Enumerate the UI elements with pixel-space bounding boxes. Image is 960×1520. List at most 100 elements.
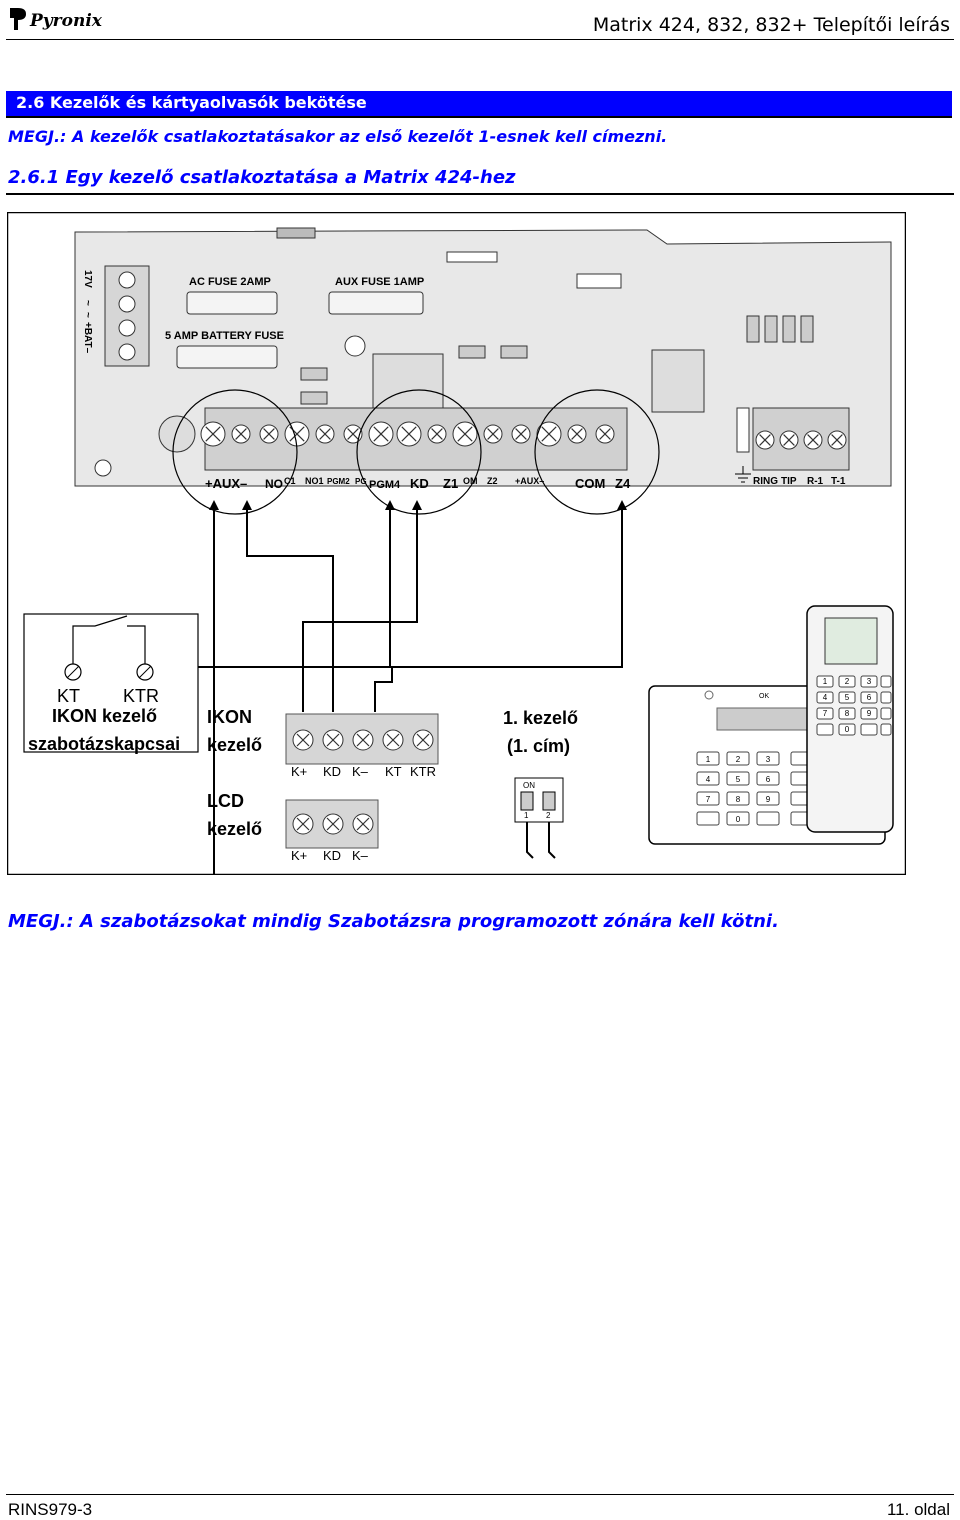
ac-fuse	[186, 291, 278, 315]
term-om: OM	[463, 476, 478, 486]
subsection-title: 2.6.1 Egy kezelő csatlakoztatása a Matri…	[8, 167, 516, 188]
lcd-keypad-key	[860, 675, 878, 688]
lcd-keypad-side-key	[880, 675, 892, 688]
term-no: NO	[265, 477, 283, 491]
term-z1: Z1	[443, 476, 458, 491]
ikon-screws	[292, 729, 434, 751]
lcd-term-kplus: K+	[291, 848, 307, 863]
keypad-key-label: 0	[845, 725, 850, 734]
document-title: Matrix 424, 832, 832+ Telepítői leírás	[592, 14, 950, 36]
logo-text: Pyronix	[29, 11, 103, 31]
board-connector	[276, 227, 316, 239]
ground-icon	[735, 466, 751, 483]
tamper-switch-box	[23, 613, 199, 753]
footer-rule	[6, 1494, 954, 1495]
wiring-diagram: 17V ~ ~ +BAT– AC FUSE 2AMP AUX FUSE 1AMP…	[7, 212, 906, 875]
relay-block-2	[651, 349, 705, 413]
tel-fuse	[736, 407, 750, 453]
terminal-screws	[200, 421, 615, 447]
board-header	[446, 251, 498, 263]
label-17v: 17V	[82, 270, 93, 288]
lcd-keypad-key	[816, 707, 834, 720]
keypad-key-label: 4	[706, 775, 711, 784]
tamper-label-line1: IKON kezelő	[52, 706, 157, 726]
keypad-key-label: 6	[867, 693, 872, 702]
aux-fuse-label: AUX FUSE 1AMP	[335, 276, 424, 288]
ikon-keypad-key	[696, 771, 720, 786]
section-title-bar: 2.6 Kezelők és kártyaolvasók bekötése	[6, 91, 952, 118]
lcd-keypad-key	[860, 691, 878, 704]
wires	[144, 508, 623, 874]
ikon-term-ktr: KTR	[410, 764, 436, 779]
svg-text:2: 2	[546, 811, 551, 820]
pyronix-logo: Pyronix	[10, 8, 103, 31]
tamper-note: MEGJ.: A szabotázsokat mindig Szabotázsr…	[8, 911, 779, 932]
keypad-key-label: 4	[823, 693, 828, 702]
term-ring: RING	[753, 476, 778, 487]
board-hole-2	[94, 459, 112, 477]
ikon-keypad-key	[756, 811, 780, 826]
ikon-label-line1: IKON	[207, 707, 252, 727]
wire-z4	[374, 508, 623, 712]
ikon-keypad-key	[726, 751, 750, 766]
board-capacitor	[158, 415, 196, 453]
keypad-key-label: 8	[845, 709, 850, 718]
term-com: COM	[575, 476, 605, 491]
ktr-label: KTR	[123, 686, 159, 706]
keypad-key-label: 1	[706, 755, 711, 764]
lcd-keypad-side-key	[880, 691, 892, 704]
ikon-keypad-key	[756, 791, 780, 806]
subsection-rule	[6, 193, 954, 195]
keypad-key-label: 1	[823, 677, 828, 686]
term-tip: TIP	[781, 476, 797, 487]
page-number: 11. oldal	[886, 1500, 950, 1519]
label-ac1: ~	[82, 300, 93, 306]
lcd-keypad-key	[838, 723, 856, 736]
lcd-term-kminus: K–	[352, 848, 369, 863]
power-terminal-block	[104, 265, 150, 367]
svg-text:ON: ON	[523, 781, 535, 790]
lcd-keypad-side-key	[880, 707, 892, 720]
lcd-keypad-key	[838, 691, 856, 704]
term-aux: +AUX–	[205, 476, 247, 491]
lcd-keypad-key	[838, 675, 856, 688]
battery-fuse	[176, 345, 278, 369]
term-r1: R-1	[807, 476, 824, 487]
lcd-keypad-key	[816, 675, 834, 688]
term-z4: Z4	[615, 476, 631, 491]
board-plug	[576, 273, 622, 289]
ikon-keypad-key	[726, 811, 750, 826]
keypad-key-label: 9	[867, 709, 872, 718]
tamper-switch-symbol	[72, 615, 146, 664]
ikon-keypad-key	[696, 751, 720, 766]
term-no1: NO1	[305, 476, 324, 486]
battery-fuse-label: 5 AMP BATTERY FUSE	[165, 330, 284, 342]
term-kd: KD	[410, 476, 429, 491]
telephone-screws	[755, 430, 847, 450]
ikon-keypad-key	[696, 791, 720, 806]
aux-fuse	[328, 291, 424, 315]
zoom-circle-z4	[534, 389, 660, 515]
svg-text:1: 1	[524, 811, 529, 820]
term-t1: T-1	[831, 476, 846, 487]
keypad-key-label: 3	[867, 677, 872, 686]
ikon-label-line2: kezelő	[207, 735, 262, 755]
tamper-label-line2: szabotázskapcsai	[28, 734, 180, 754]
dip-switch: ON 1 2	[514, 777, 564, 859]
section-title: 2.6 Kezelők és kártyaolvasók bekötése	[16, 93, 367, 112]
lcd-label-line1: LCD	[207, 791, 244, 811]
ikon-term-kd: KD	[323, 764, 341, 779]
board-hole	[344, 335, 366, 357]
wire-arrows	[209, 500, 627, 510]
lcd-keypad-key	[860, 707, 878, 720]
term-c1: C1	[284, 476, 296, 486]
lcd-screws	[292, 813, 374, 835]
term-z2: Z2	[487, 476, 498, 486]
zoom-circle-aux	[172, 389, 298, 515]
lcd-keypad-key	[816, 691, 834, 704]
ikon-keypad-key	[756, 751, 780, 766]
keypad-key-label: 5	[736, 775, 741, 784]
ikon-term-kminus: K–	[352, 764, 369, 779]
